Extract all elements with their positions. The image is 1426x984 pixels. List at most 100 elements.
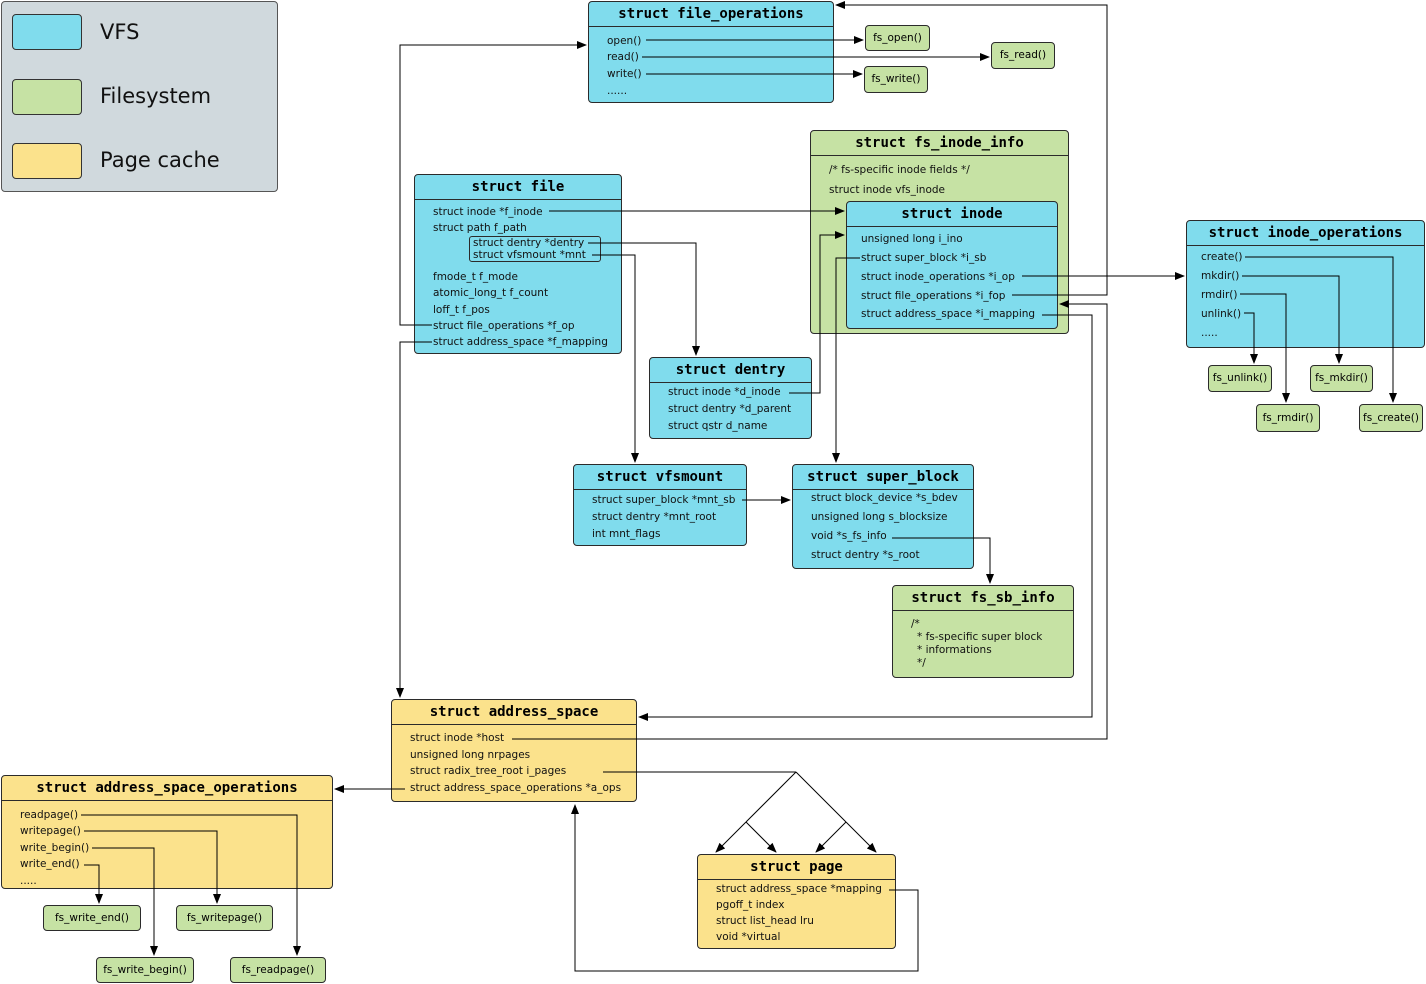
inode-operations-unlink: unlink() [1201, 308, 1242, 320]
file-f-mapping: struct address_space *f_mapping [433, 336, 608, 348]
arrow-d-inode-to-inode [789, 231, 845, 394]
super-block-s-bdev: struct block_device *s_bdev [811, 492, 958, 504]
file-f-op: struct file_operations *f_op [433, 320, 575, 332]
inode-i-op: struct inode_operations *i_op [861, 271, 1015, 283]
arrow-unlink-to-fs-unlink [1244, 312, 1258, 364]
page-mapping: struct address_space *mapping [716, 883, 882, 895]
dentry-title: struct dentry [650, 358, 811, 383]
inode-operations-rmdir: rmdir() [1201, 289, 1238, 301]
inode-i-ino: unsigned long i_ino [861, 233, 963, 245]
super-block-s-fs-info: void *s_fs_info [811, 530, 887, 542]
arrow-tree-leaf-1 [715, 821, 747, 853]
legend-vfs-swatch [12, 14, 82, 50]
file-operations-open: open() [607, 35, 642, 47]
arrow-readpage-to-fs-readpage [81, 814, 301, 956]
aops-more: ..... [20, 875, 37, 887]
fs-sb-info-title: struct fs_sb_info [893, 586, 1073, 611]
fs-write-end-node: fs_write_end() [43, 905, 141, 931]
arrow-tree-branch-left [745, 771, 797, 823]
fs-sb-info-comment-line2: * informations [917, 644, 992, 656]
path-struct-box [469, 236, 601, 262]
address-space-host: struct inode *host [410, 732, 505, 744]
file-box: struct file struct inode *f_inode struct… [414, 174, 622, 354]
legend-page-cache-swatch [12, 143, 82, 179]
arrow-tree-leaf-3 [815, 821, 847, 853]
fs-inode-info-vfs-inode: struct inode vfs_inode [829, 184, 945, 196]
fs-sb-info-comment-open: /* [911, 618, 920, 630]
arrow-writepage-to-fs-writepage [84, 830, 221, 904]
inode-i-mapping: struct address_space *i_mapping [861, 308, 1036, 320]
dentry-box: struct dentry struct inode *d_inode stru… [649, 357, 812, 439]
file-f-inode: struct inode *f_inode [433, 206, 543, 218]
arrow-mkdir-to-fs-mkdir [1242, 275, 1343, 364]
arrow-f-path-mnt-to-vfsmount [592, 254, 639, 463]
page-virtual: void *virtual [716, 931, 781, 943]
arrow-tree-leaf-2 [745, 821, 777, 853]
arrow-f-path-dentry-to-dentry [588, 242, 700, 356]
fs-inode-info-title: struct fs_inode_info [811, 131, 1068, 156]
file-path-dentry: struct dentry *dentry [473, 237, 585, 249]
fs-inode-info-fields-comment: /* fs-specific inode fields */ [829, 164, 970, 176]
legend-filesystem-label: Filesystem [100, 84, 212, 108]
arrow-f-mapping-to-address-space [396, 341, 432, 698]
inode-operations-box: struct inode_operations create() mkdir()… [1186, 220, 1425, 348]
aops-writepage: writepage() [20, 825, 81, 837]
page-lru: struct list_head lru [716, 915, 814, 927]
inode-box: struct inode unsigned long i_ino struct … [846, 201, 1058, 329]
arrow-page-mapping-to-address-space [571, 804, 919, 972]
file-f-mode: fmode_t f_mode [433, 271, 518, 283]
fs-mkdir-node: fs_mkdir() [1310, 365, 1373, 392]
file-operations-read: read() [607, 51, 639, 63]
inode-operations-more: ..... [1201, 327, 1218, 339]
address-space-title: struct address_space [392, 700, 636, 725]
arrow-create-to-fs-create [1245, 256, 1397, 403]
page-title: struct page [698, 855, 895, 880]
vfsmount-mnt-sb: struct super_block *mnt_sb [592, 494, 736, 506]
aops-readpage: readpage() [20, 809, 79, 821]
file-f-path: struct path f_path [433, 222, 527, 234]
fs-writepage-node: fs_writepage() [176, 905, 273, 931]
vfsmount-mnt-root: struct dentry *mnt_root [592, 511, 717, 523]
vfsmount-title: struct vfsmount [574, 465, 746, 490]
inode-title: struct inode [847, 202, 1057, 227]
file-operations-box: struct file_operations open() read() wri… [588, 1, 834, 103]
inode-i-fop: struct file_operations *i_fop [861, 290, 1006, 302]
vfsmount-mnt-flags: int mnt_flags [592, 528, 661, 540]
file-title: struct file [415, 175, 621, 200]
aops-write-end: write_end() [20, 858, 80, 870]
file-operations-more: ...... [607, 85, 628, 97]
file-path-mnt: struct vfsmount *mnt [473, 249, 586, 261]
arrow-rmdir-to-fs-rmdir [1240, 293, 1290, 403]
super-block-title: struct super_block [793, 465, 973, 490]
page-box: struct page struct address_space *mappin… [697, 854, 896, 949]
super-block-box: struct super_block struct block_device *… [792, 464, 974, 569]
fs-read-node: fs_read() [991, 42, 1055, 69]
arrow-i-mapping-to-address-space [638, 314, 1093, 721]
file-f-count: atomic_long_t f_count [433, 287, 549, 299]
address-space-operations-title: struct address_space_operations [2, 776, 332, 801]
inode-operations-title: struct inode_operations [1187, 221, 1424, 246]
inode-i-sb: struct super_block *i_sb [861, 252, 987, 264]
arrow-write-begin-to-fs-write-begin [92, 847, 158, 956]
super-block-s-root: struct dentry *s_root [811, 549, 920, 561]
fs-unlink-node: fs_unlink() [1208, 365, 1272, 392]
dentry-d-parent: struct dentry *d_parent [668, 403, 792, 415]
legend: VFS Filesystem Page cache [1, 1, 278, 192]
dentry-d-name: struct qstr d_name [668, 420, 768, 432]
fs-sb-info-comment-line1: * fs-specific super block [917, 631, 1043, 643]
file-f-pos: loff_t f_pos [433, 304, 490, 316]
address-space-operations-box: struct address_space_operations readpage… [1, 775, 333, 889]
fs-sb-info-comment-close: */ [917, 657, 926, 669]
file-operations-write: write() [607, 68, 642, 80]
arrow-write-end-to-fs-write-end [84, 864, 103, 904]
inode-operations-create: create() [1201, 251, 1243, 263]
inode-operations-mkdir: mkdir() [1201, 270, 1240, 282]
address-space-i-pages: struct radix_tree_root i_pages [410, 765, 567, 777]
page-index: pgoff_t index [716, 899, 785, 911]
arrow-i-fop-to-file-operations [835, 1, 1108, 296]
fs-write-begin-node: fs_write_begin() [96, 957, 194, 983]
arrow-host-to-inode [512, 300, 1108, 740]
arrow-f-op-to-file-operations [399, 41, 587, 326]
fs-create-node: fs_create() [1359, 404, 1423, 432]
